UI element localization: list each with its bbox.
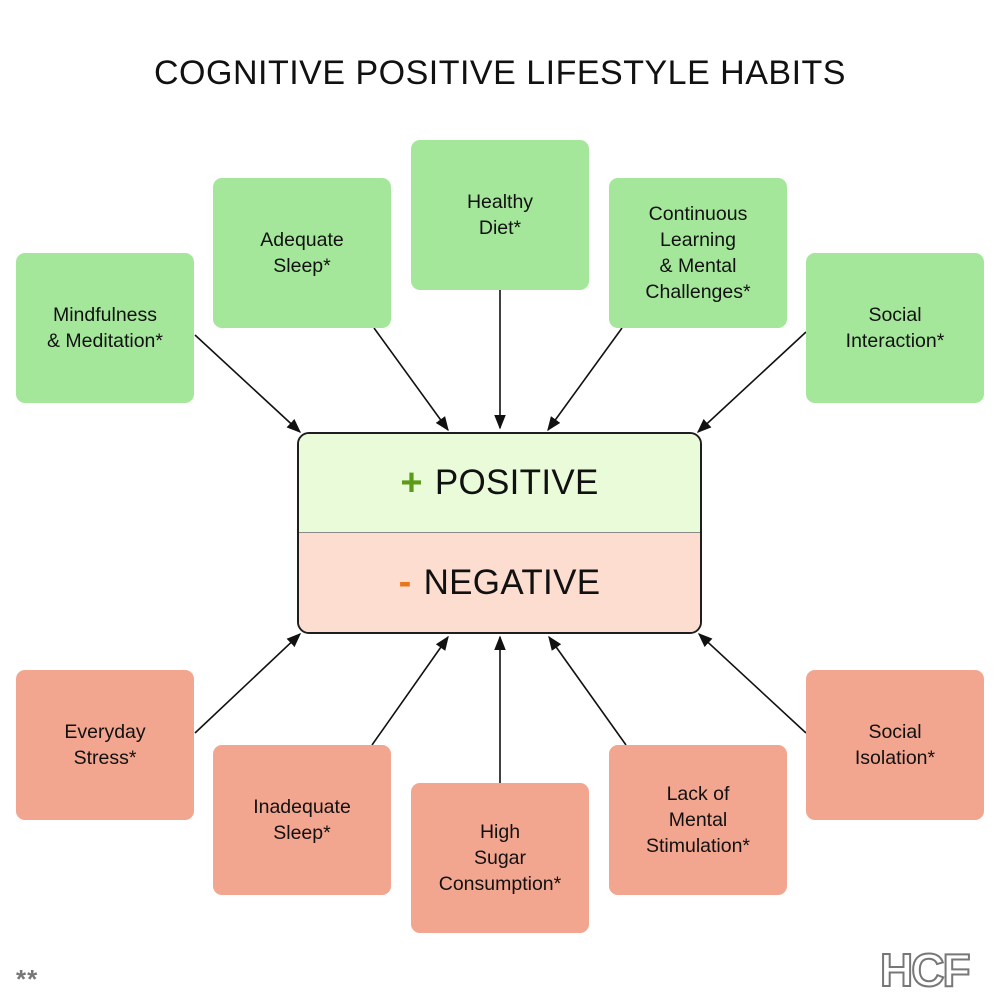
arrow-adequate-sleep — [373, 327, 449, 432]
habit-box-everyday-stress: Everyday Stress* — [16, 670, 194, 820]
positive-section: + POSITIVE — [299, 434, 700, 533]
habit-box-inadequate-sleep: Inadequate Sleep* — [213, 745, 391, 895]
habit-label: Social Isolation* — [854, 721, 936, 769]
habit-label: Everyday Stress* — [64, 721, 146, 769]
habit-box-high-sugar: High Sugar Consumption* — [411, 783, 589, 933]
arrow-inadequate-sleep — [371, 635, 449, 746]
plus-sign: + — [400, 461, 423, 504]
arrow-continuous-learning — [547, 327, 623, 432]
footnote-marker: ** — [16, 964, 39, 994]
arrow-mindfulness — [194, 334, 302, 433]
habit-label: Lack of Mental Stimulation* — [645, 783, 751, 857]
positive-label: POSITIVE — [434, 463, 599, 502]
habit-label: High Sugar Consumption* — [438, 821, 562, 895]
habit-box-continuous-learning: Continuous Learning & Mental Challenges* — [609, 178, 787, 328]
habit-box-social-interaction: Social Interaction* — [806, 253, 984, 403]
negative-label: NEGATIVE — [423, 562, 601, 602]
arrow-lack-of-stimulation — [548, 635, 627, 746]
habit-box-healthy-diet: Healthy Diet* — [411, 140, 589, 290]
arrow-social-isolation — [697, 633, 807, 734]
negative-section: - NEGATIVE — [299, 533, 700, 632]
habit-label: Continuous Learning & Mental Challenges* — [645, 203, 751, 303]
habit-label: Social Interaction* — [845, 304, 945, 352]
habit-label: Adequate Sleep* — [260, 229, 344, 277]
habit-label: Inadequate Sleep* — [253, 796, 351, 844]
habit-box-adequate-sleep: Adequate Sleep* — [213, 178, 391, 328]
habit-box-social-isolation: Social Isolation* — [806, 670, 984, 820]
hcf-logo: HCF — [880, 946, 972, 992]
minus-sign: - — [398, 561, 412, 603]
habit-label: Mindfulness & Meditation* — [47, 304, 163, 352]
habit-box-lack-of-stimulation: Lack of Mental Stimulation* — [609, 745, 787, 895]
habit-box-mindfulness: Mindfulness & Meditation* — [16, 253, 194, 403]
logo-text: HCF — [880, 946, 969, 992]
positive-negative-panel: + POSITIVE - NEGATIVE — [297, 432, 702, 634]
page-title: COGNITIVE POSITIVE LIFESTYLE HABITS — [154, 54, 846, 92]
habit-label: Healthy Diet* — [466, 191, 534, 239]
arrow-everyday-stress — [194, 633, 302, 734]
arrow-social-interaction — [696, 331, 807, 433]
